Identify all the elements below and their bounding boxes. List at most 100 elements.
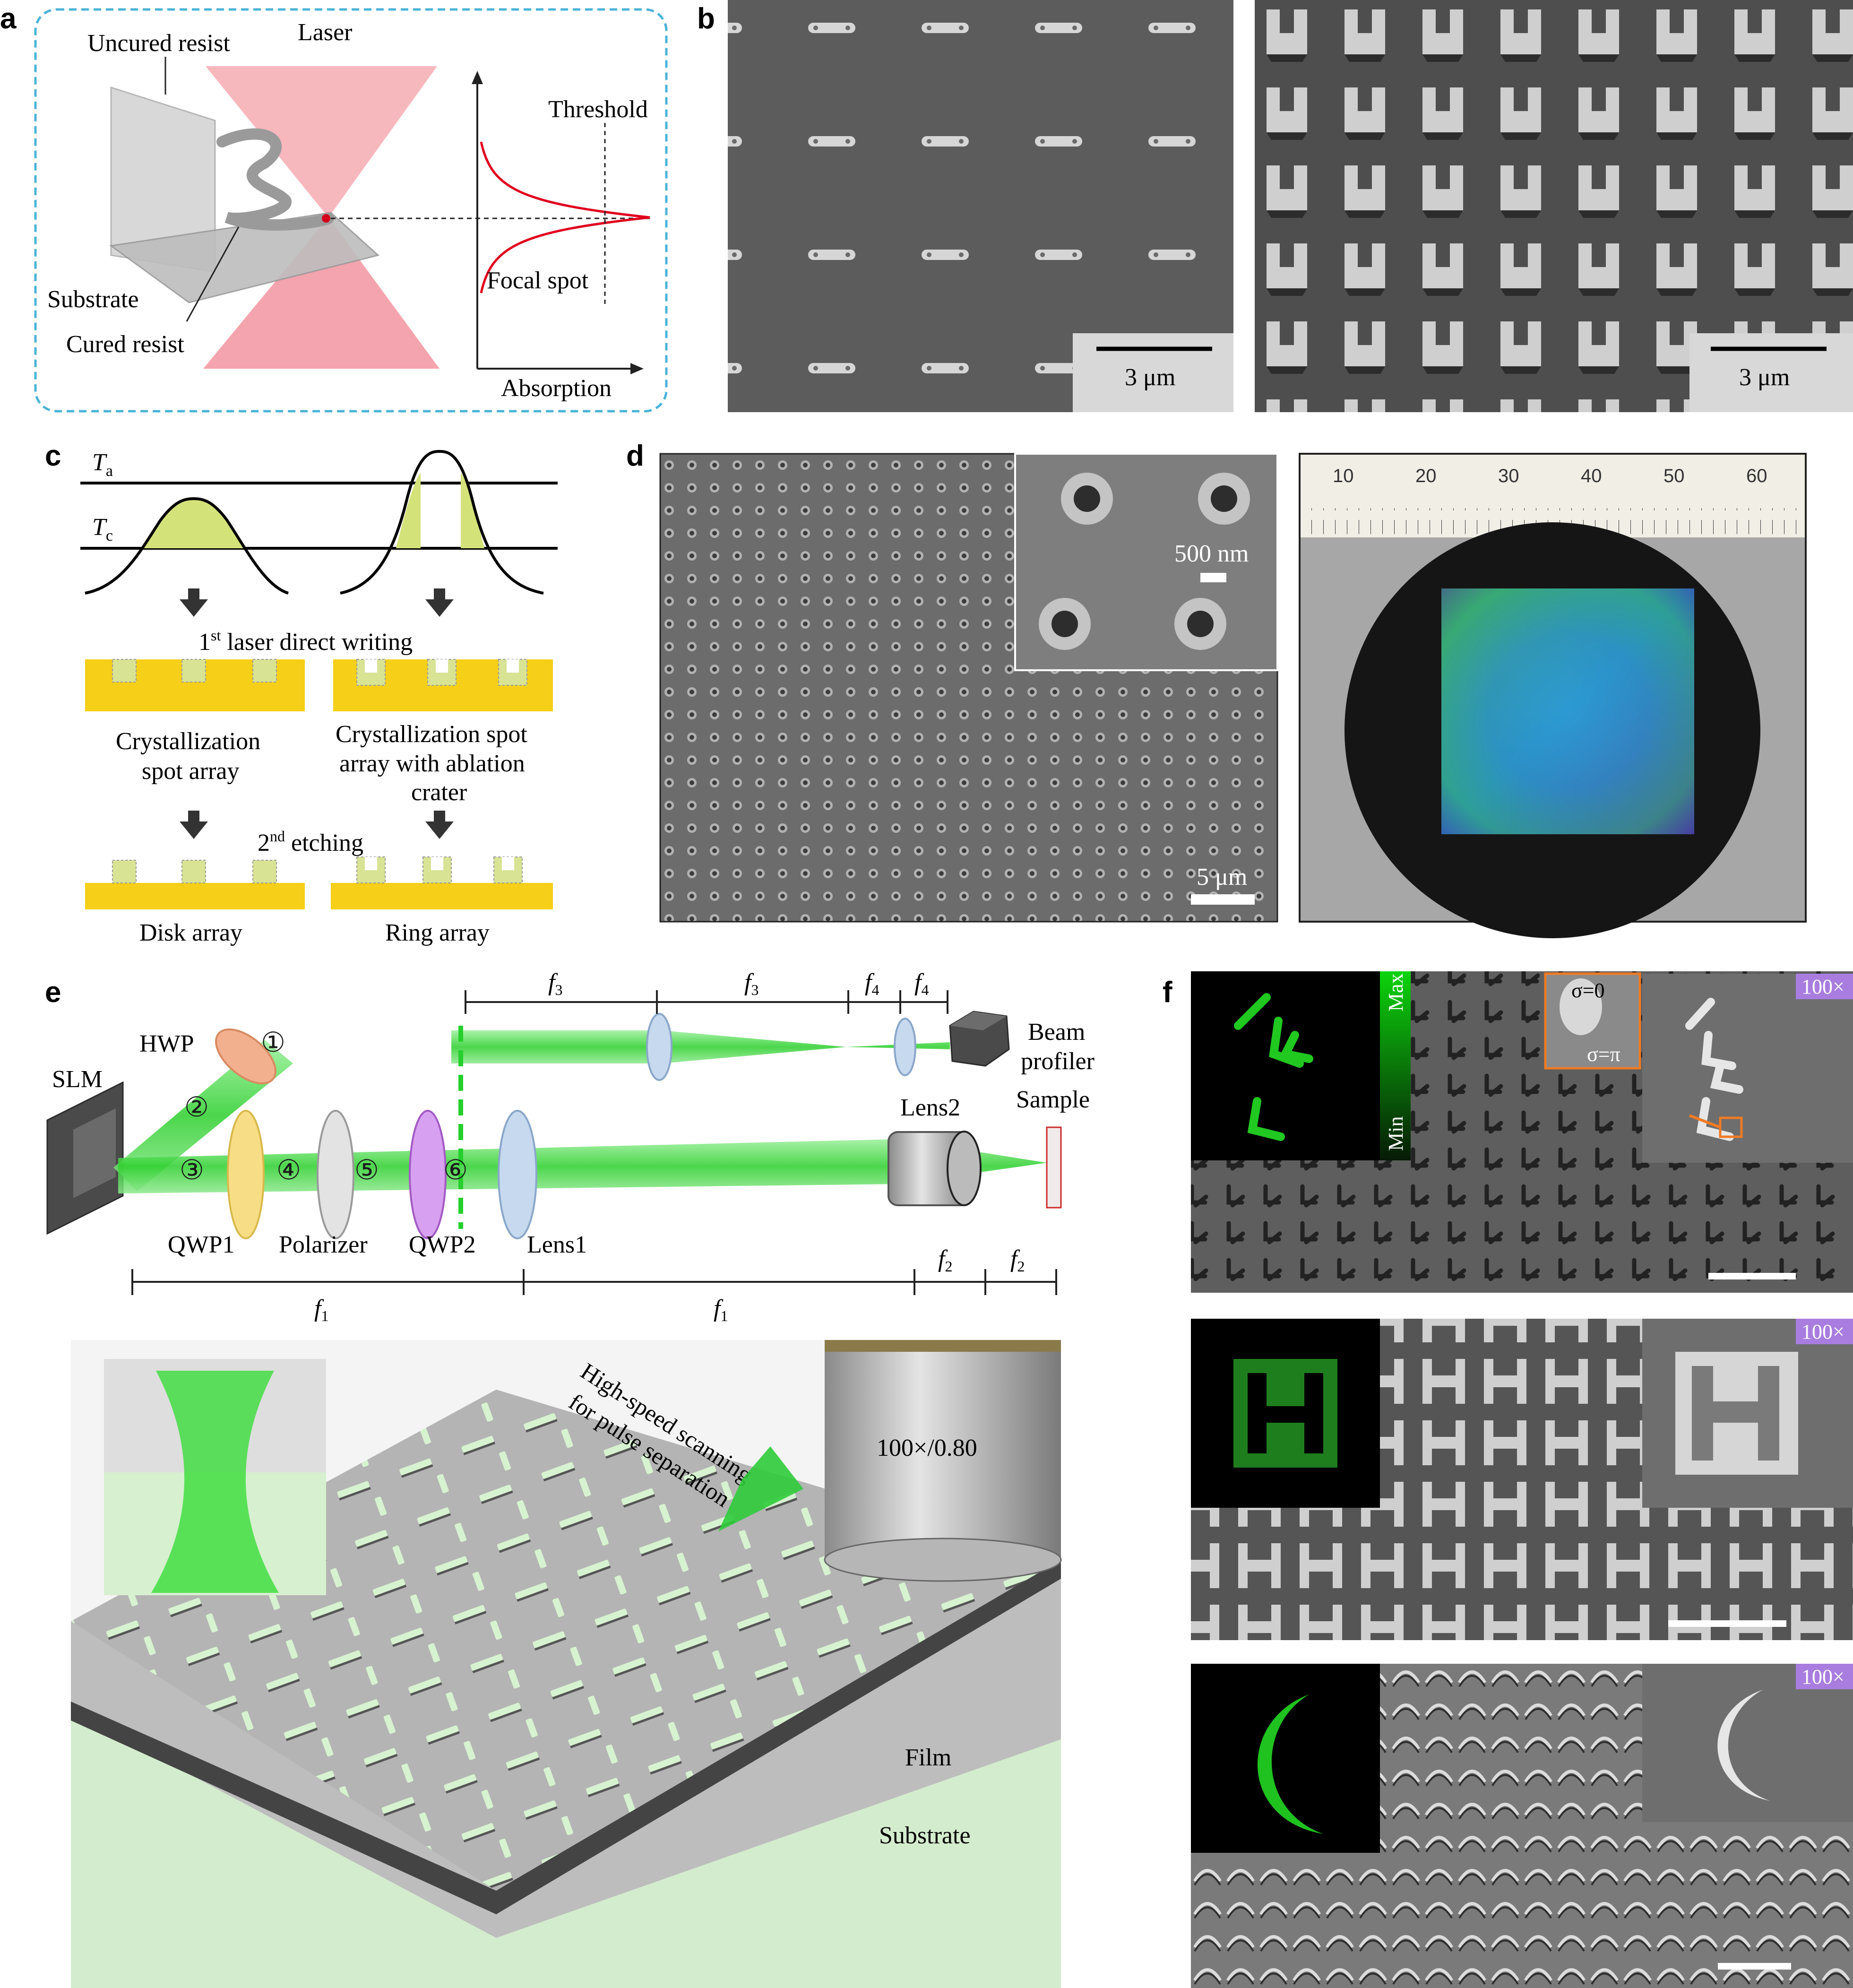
sim-crescent bbox=[1717, 1690, 1770, 1801]
spot bbox=[181, 659, 206, 683]
sigma0-label: σ=0 bbox=[1571, 979, 1605, 1002]
inset-holes bbox=[1039, 473, 1250, 650]
f4-lens bbox=[894, 1018, 916, 1076]
f3-lens bbox=[646, 1013, 672, 1081]
mag-badge-3 bbox=[1796, 1664, 1853, 1689]
down-arrow-1 bbox=[180, 588, 208, 617]
svg-text:f4: f4 bbox=[914, 969, 929, 998]
beam-top bbox=[451, 1030, 950, 1063]
laser-cone-top bbox=[206, 66, 437, 217]
mag-label-1: 100× bbox=[1801, 975, 1844, 998]
first-ldw-label: 1st laser direct writing bbox=[198, 627, 413, 656]
mag-badge-2 bbox=[1796, 1319, 1853, 1344]
panel-a-frame bbox=[34, 8, 668, 413]
label-substrate: Substrate bbox=[47, 286, 139, 313]
beam-label-2: profiler bbox=[1021, 1048, 1095, 1075]
ta-label: Ta bbox=[92, 449, 113, 480]
hologram-sheen bbox=[1441, 588, 1694, 834]
qwp1-label: QWP1 bbox=[168, 1231, 235, 1258]
inset-scalebar bbox=[1200, 573, 1226, 582]
fluor-h-letter bbox=[1248, 1373, 1323, 1453]
sim-inset-3 bbox=[1642, 1664, 1853, 1822]
fluor-l-shapes bbox=[1191, 971, 1380, 1160]
lens2-label: Lens2 bbox=[900, 1094, 960, 1121]
label-focal: Focal spot bbox=[487, 267, 589, 294]
scale-left-label: 3 μm bbox=[1125, 364, 1175, 391]
focal-point bbox=[322, 214, 330, 223]
l-shapes bbox=[1234, 993, 1313, 1141]
colorbar bbox=[1380, 971, 1411, 1160]
crater-spots bbox=[356, 659, 527, 686]
scale-right-label: 3 μm bbox=[1739, 364, 1790, 391]
scalebar-box-right bbox=[1689, 333, 1853, 412]
objective-ring bbox=[825, 1340, 1061, 1352]
spot bbox=[252, 659, 277, 683]
sample-label: Sample bbox=[1016, 1086, 1090, 1113]
lens1-label: Lens1 bbox=[527, 1231, 587, 1258]
objective-tip bbox=[824, 1538, 1062, 1582]
second-etch-label: 2nd etching bbox=[258, 828, 363, 856]
beam-profiler-top bbox=[950, 1011, 1007, 1030]
lens2-face bbox=[947, 1131, 982, 1206]
main-scalebar bbox=[1191, 894, 1255, 905]
disk bbox=[112, 860, 137, 883]
hwp-label: HWP bbox=[139, 1030, 194, 1057]
mag-label-3: 100× bbox=[1801, 1665, 1844, 1688]
hwp-plate bbox=[215, 1028, 276, 1085]
top-bracket bbox=[465, 990, 948, 1014]
panel-c: c Ta Tc 1st laser direct writing Crystal… bbox=[45, 440, 558, 946]
svg-text:②: ② bbox=[184, 1092, 209, 1123]
down-arrow-3 bbox=[180, 811, 208, 839]
gaussian-left bbox=[85, 497, 289, 595]
svg-text:f3: f3 bbox=[744, 969, 758, 998]
svg-text:⑥: ⑥ bbox=[443, 1155, 468, 1185]
label-threshold: Threshold bbox=[548, 96, 648, 123]
top-bracket-labels: f3 f3 f4 f4 bbox=[548, 969, 929, 998]
panel-b-letter: b bbox=[697, 2, 715, 35]
panel-d-letter: d bbox=[626, 440, 644, 472]
fluor-crescent bbox=[1191, 1664, 1380, 1853]
sim-inset-1 bbox=[1642, 974, 1853, 1163]
objective-label: 100×/0.80 bbox=[877, 1435, 977, 1461]
bottom-bracket bbox=[131, 1269, 1057, 1295]
label-cured: Cured resist bbox=[66, 331, 184, 358]
film-edge bbox=[71, 1560, 1061, 1914]
panel-e: e SLM HWP Beam profiler Lens2 Sample bbox=[45, 969, 1095, 1988]
panel-f-letter: f bbox=[1163, 976, 1172, 1009]
svg-text:10: 10 bbox=[1333, 466, 1354, 486]
cryst1-l1: Crystallization bbox=[116, 728, 260, 755]
sigmapi-label: σ=π bbox=[1587, 1043, 1620, 1066]
label-absorption: Absorption bbox=[501, 375, 612, 402]
svg-text:f2: f2 bbox=[938, 1245, 952, 1275]
panel-c-letter: c bbox=[45, 440, 61, 472]
svg-text:①: ① bbox=[261, 1027, 285, 1058]
down-arrow-2 bbox=[425, 588, 454, 617]
substrate-label: Substrate bbox=[879, 1822, 971, 1849]
gaussian-right bbox=[340, 449, 544, 595]
cured-leader bbox=[186, 226, 240, 322]
circled-numbers: ① ② ③ ④ ⑤ ⑥ bbox=[180, 1027, 468, 1185]
svg-text:30: 30 bbox=[1498, 466, 1519, 486]
disk-label: Disk array bbox=[139, 919, 242, 946]
objective-body bbox=[825, 1340, 1061, 1557]
panel-b: b 3 μm 3 μm bbox=[697, 0, 1853, 412]
label-uncured: Uncured resist bbox=[87, 30, 230, 57]
down-arrow-4 bbox=[425, 811, 454, 839]
ruler-numbers: 10 20 30 40 50 60 bbox=[1333, 466, 1767, 486]
disk bbox=[252, 860, 277, 883]
polarizer-plate bbox=[317, 1110, 354, 1239]
fluor-crescent-shape bbox=[1257, 1694, 1323, 1834]
scalebar-box-left bbox=[1073, 333, 1233, 412]
absorption-curve bbox=[480, 141, 650, 294]
panel-a-letter: a bbox=[0, 2, 17, 35]
main-scale-label: 5 μm bbox=[1197, 864, 1247, 890]
svg-text:20: 20 bbox=[1415, 466, 1437, 486]
panel-f: f Max Min σ=0 σ=π 100× bbox=[1163, 971, 1853, 1988]
cryst2-l3: crater bbox=[411, 779, 467, 806]
film-disk bbox=[85, 883, 305, 909]
panel-d: d 500 nm 5 μm 10 20 30 40 50 60 bbox=[626, 440, 1807, 938]
qwp2-label: QWP2 bbox=[409, 1231, 476, 1258]
panel-e-letter: e bbox=[45, 976, 61, 1009]
gaussian-left-fill bbox=[142, 499, 246, 548]
svg-text:50: 50 bbox=[1663, 466, 1685, 486]
